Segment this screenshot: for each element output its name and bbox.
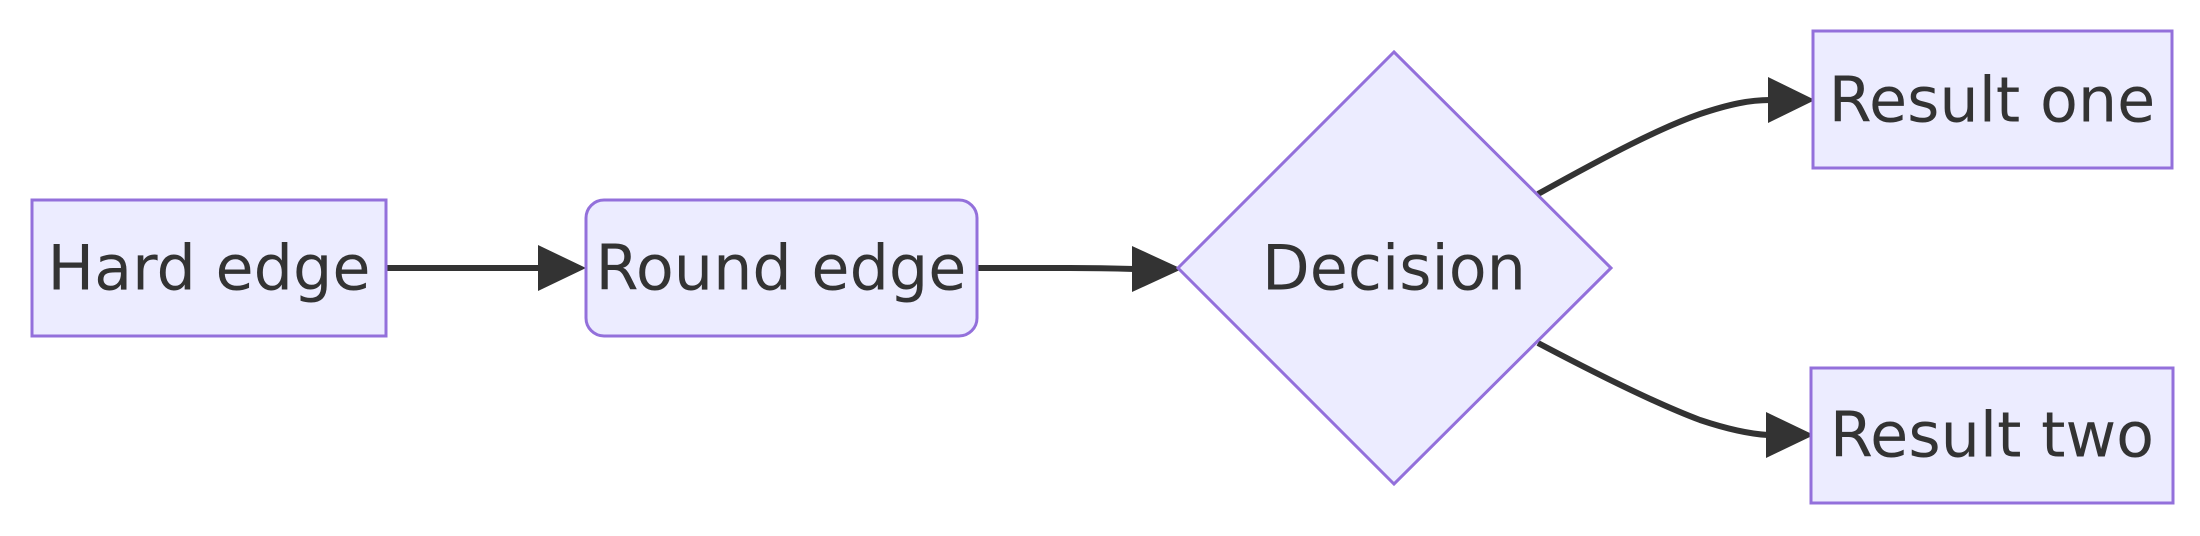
edge-decision-to-result-one: [1536, 97, 1771, 197]
arrowhead-decision-to-result-two: [1766, 412, 1814, 458]
node-hard-edge-label: Hard edge: [47, 232, 370, 305]
arrowhead-hard-to-round: [538, 245, 586, 291]
node-result-two-box: [1809, 366, 2175, 505]
edge-decision-to-result-two: [1536, 340, 1769, 438]
node-decision[interactable]: Decision: [1175, 49, 1614, 487]
node-result-one-box: [1811, 29, 2174, 170]
arrowhead-decision-to-result-one: [1768, 77, 1815, 123]
node-round-edge[interactable]: Round edge: [584, 198, 979, 338]
node-result-one-label: Result one: [1829, 64, 2156, 137]
node-decision-label: Decision: [1262, 232, 1526, 305]
node-result-two-label: Result two: [1830, 399, 2154, 472]
node-round-edge-box: [584, 198, 979, 338]
edges: [386, 77, 1815, 458]
edge-round-to-decision: [977, 265, 1135, 272]
node-round-edge-label: Round edge: [596, 232, 967, 305]
node-result-two[interactable]: Result two: [1809, 366, 2175, 505]
node-hard-edge-box: [30, 198, 388, 338]
arrowhead-round-to-decision: [1132, 246, 1182, 292]
node-result-one[interactable]: Result one: [1811, 29, 2174, 170]
node-decision-diamond: [1175, 49, 1614, 487]
node-hard-edge[interactable]: Hard edge: [30, 198, 388, 338]
